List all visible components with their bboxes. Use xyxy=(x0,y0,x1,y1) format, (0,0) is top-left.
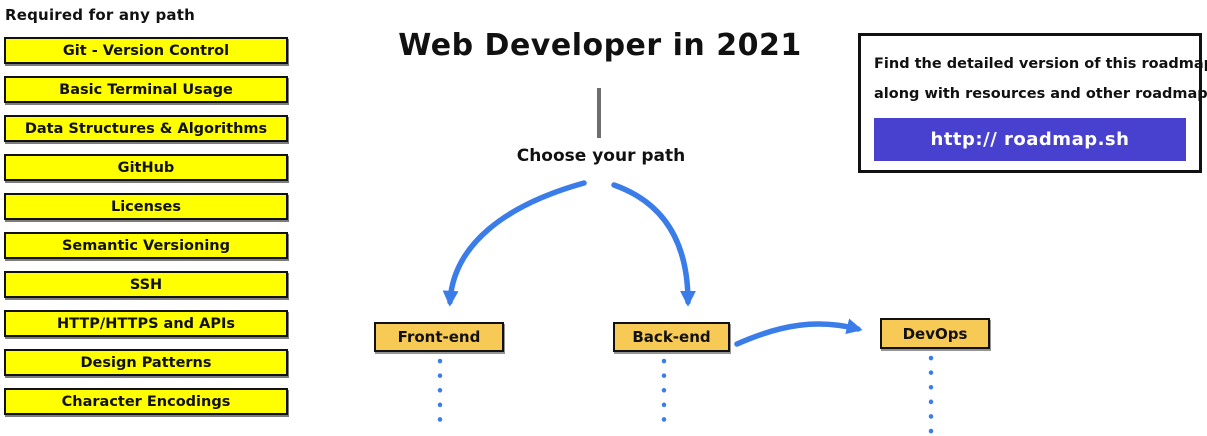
choose-path-label: Choose your path xyxy=(516,146,686,166)
path-node-frontend[interactable]: Front-end xyxy=(374,322,504,352)
split-arrow-right xyxy=(611,182,696,307)
topic-box-licenses[interactable]: Licenses xyxy=(4,193,288,220)
path-node-backend[interactable]: Back-end xyxy=(613,322,730,352)
info-text-line1: Find the detailed version of this roadma… xyxy=(874,56,1207,72)
required-section: Required for any path Git - Version Cont… xyxy=(4,6,288,427)
topic-box-http[interactable]: HTTP/HTTPS and APIs xyxy=(4,310,288,337)
topic-box-ssh[interactable]: SSH xyxy=(4,271,288,298)
topic-box-git[interactable]: Git - Version Control xyxy=(4,37,288,64)
required-section-title: Required for any path xyxy=(5,6,195,24)
topic-box-dsa[interactable]: Data Structures & Algorithms xyxy=(4,115,288,142)
split-arrow-left xyxy=(442,180,587,307)
path-node-devops[interactable]: DevOps xyxy=(880,318,990,349)
roadmap-info-box: Find the detailed version of this roadma… xyxy=(858,33,1207,173)
topic-box-semver[interactable]: Semantic Versioning xyxy=(4,232,288,259)
info-text-line2: along with resources and other roadmaps xyxy=(874,86,1207,102)
page-title: Web Developer in 2021 xyxy=(398,28,802,63)
backend-to-devops-arrow xyxy=(734,318,863,347)
topic-box-char-encodings[interactable]: Character Encodings xyxy=(4,388,288,415)
topic-box-terminal[interactable]: Basic Terminal Usage xyxy=(4,76,288,103)
topic-box-design-patterns[interactable]: Design Patterns xyxy=(4,349,288,376)
roadmap-url-button[interactable]: http:// roadmap.sh xyxy=(874,118,1186,161)
topic-box-github[interactable]: GitHub xyxy=(4,154,288,181)
